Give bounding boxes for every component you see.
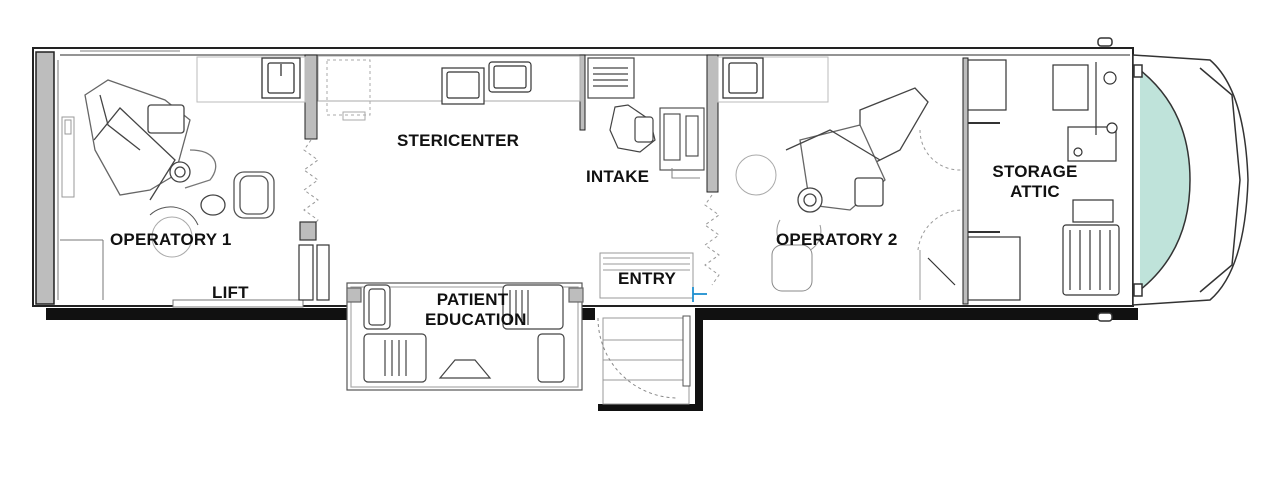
intake-workstation: [659, 107, 705, 179]
top-wall: [60, 50, 1130, 56]
dental-chair-1: [84, 79, 226, 216]
utility-equipment: [1052, 62, 1118, 162]
entry-stairs: [597, 252, 694, 405]
dental-chair-2: [785, 87, 929, 213]
room-label-stericenter: STERICENTER: [397, 131, 520, 150]
entry-handle-marker: [692, 287, 707, 302]
sink-1: [261, 57, 301, 99]
wall-unit-1: [61, 116, 75, 198]
intake-chair: [609, 104, 656, 153]
lift-platform: [60, 239, 304, 308]
intake-desk: [587, 57, 635, 99]
education-seat-top-left: [363, 284, 391, 330]
cuspidor-1: [149, 206, 199, 258]
counter-2: [717, 56, 829, 103]
sink-2: [722, 57, 764, 99]
bottom-wall: [46, 308, 1138, 411]
operatory-2-cabinets: [927, 59, 1021, 301]
room-label-storage-attic: STORAGE ATTIC: [992, 162, 1078, 201]
room-label-lift: LIFT: [212, 283, 249, 302]
room-label-patient-education: PATIENT EDUCATION: [425, 290, 527, 329]
education-seat-bottom-right: [537, 333, 565, 383]
rear-wall: [35, 51, 59, 305]
generator: [1062, 199, 1120, 296]
operatory-2-doors: [917, 129, 963, 300]
education-display: [438, 359, 492, 379]
partitions: [304, 54, 969, 305]
operator-stool-1: [233, 171, 275, 219]
room-label-entry: ENTRY: [618, 269, 676, 288]
room-label-intake: INTAKE: [586, 167, 650, 186]
room-label-operatory-2: OPERATORY 2: [776, 230, 898, 249]
sink-stericenter: [441, 67, 485, 105]
counter-1: [196, 56, 306, 103]
lift-equipment: [298, 221, 330, 301]
accordion-doors: [303, 139, 720, 286]
room-label-operatory-1: OPERATORY 1: [110, 230, 232, 249]
education-seat-bottom-left: [363, 333, 427, 383]
education-seat-top-right: [502, 284, 564, 330]
sterilizer: [488, 61, 532, 93]
operator-stool-2: [771, 244, 813, 292]
vehicle-cab: [1097, 37, 1249, 322]
